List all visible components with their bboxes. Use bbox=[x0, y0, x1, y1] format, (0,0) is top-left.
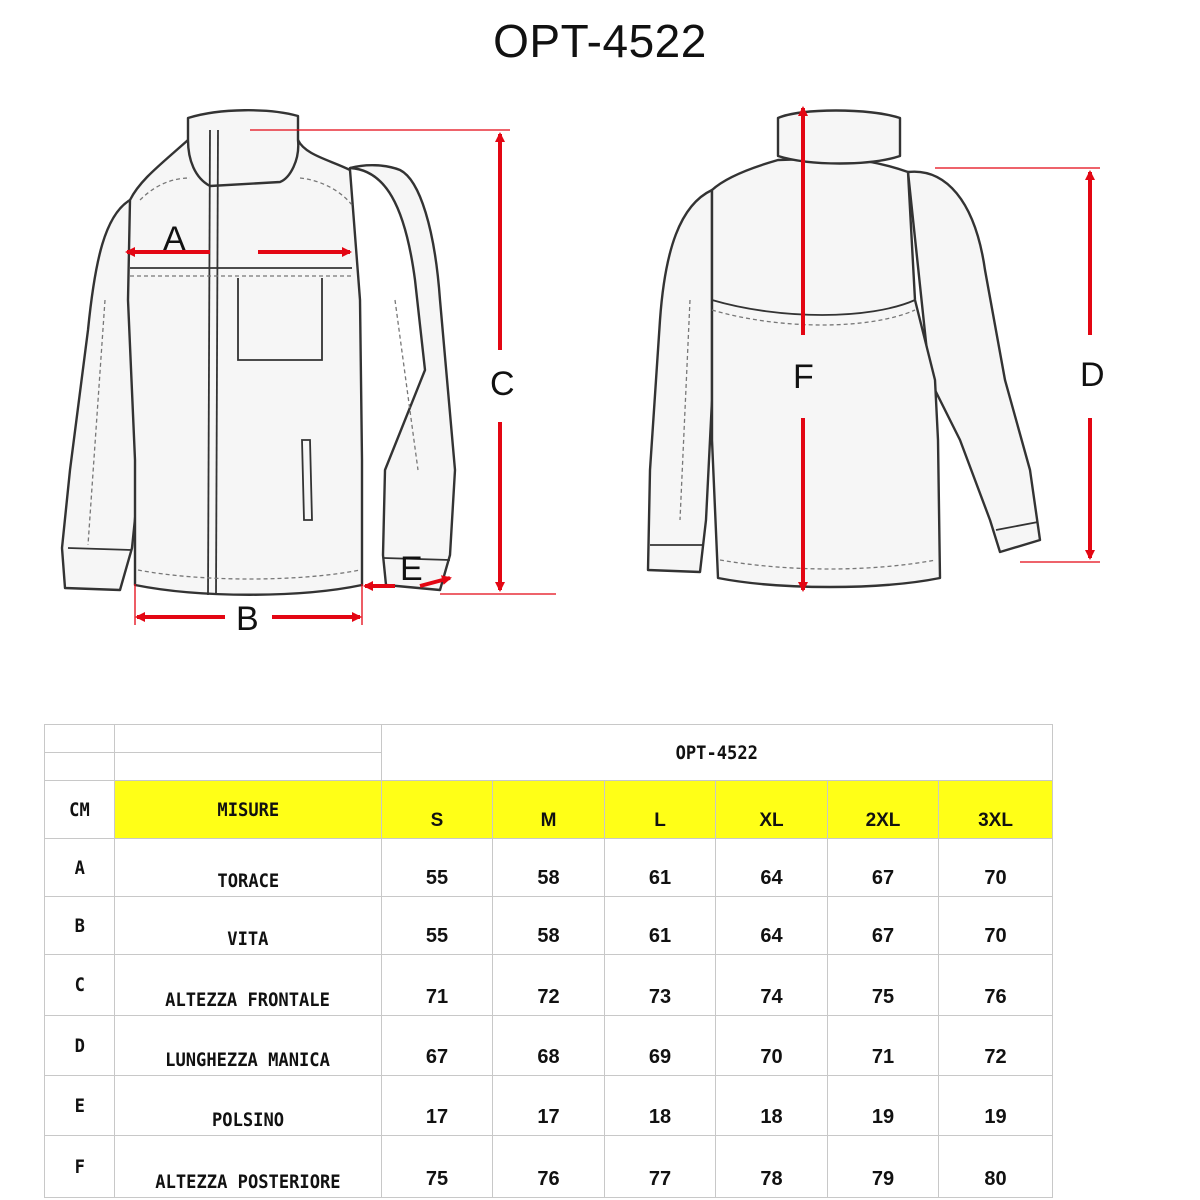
value-cell: 18 bbox=[604, 1075, 716, 1136]
measure-name: POLSINO bbox=[114, 1075, 382, 1136]
value-cell: 55 bbox=[381, 838, 493, 897]
measure-code: E bbox=[44, 1075, 115, 1136]
measure-code: F bbox=[44, 1135, 115, 1198]
measure-name: ALTEZZA FRONTALE bbox=[114, 954, 382, 1016]
value-cell: 69 bbox=[604, 1015, 716, 1076]
size-header-3xl: 3XL bbox=[937, 780, 1054, 839]
value-cell: 79 bbox=[827, 1135, 939, 1198]
value-cell: 76 bbox=[937, 954, 1054, 1016]
label-f: F bbox=[793, 358, 814, 396]
value-cell: 55 bbox=[381, 896, 493, 955]
measure-name: VITA bbox=[114, 896, 382, 955]
value-cell: 72 bbox=[492, 954, 605, 1016]
value-cell: 70 bbox=[715, 1015, 828, 1076]
size-header-2xl: 2XL bbox=[827, 780, 939, 839]
unit-cell: CM bbox=[44, 780, 115, 839]
value-cell: 18 bbox=[715, 1075, 828, 1136]
value-cell: 71 bbox=[827, 1015, 939, 1076]
value-cell: 70 bbox=[937, 838, 1054, 897]
jacket-front-illustration bbox=[60, 109, 457, 596]
measure-code: C bbox=[44, 954, 115, 1016]
value-cell: 58 bbox=[492, 838, 605, 897]
value-cell: 19 bbox=[827, 1075, 939, 1136]
measure-code: D bbox=[44, 1015, 115, 1076]
table-top-row: OPT-4522 bbox=[44, 724, 1054, 781]
label-d: D bbox=[1080, 356, 1105, 394]
measure-code: B bbox=[44, 896, 115, 955]
value-cell: 75 bbox=[381, 1135, 493, 1198]
value-cell: 64 bbox=[715, 896, 828, 955]
label-e: E bbox=[400, 550, 423, 588]
page-title: OPT-4522 bbox=[493, 15, 707, 67]
value-cell: 72 bbox=[937, 1015, 1054, 1076]
measure-name: TORACE bbox=[114, 838, 382, 897]
jacket-measurement-diagram: A B C E F D bbox=[60, 106, 1105, 638]
value-cell: 68 bbox=[492, 1015, 605, 1076]
value-cell: 77 bbox=[604, 1135, 716, 1198]
value-cell: 76 bbox=[492, 1135, 605, 1198]
value-cell: 17 bbox=[381, 1075, 493, 1136]
jacket-back-illustration bbox=[646, 109, 1042, 589]
measure-name: ALTEZZA POSTERIORE bbox=[114, 1135, 382, 1198]
value-cell: 70 bbox=[937, 896, 1054, 955]
value-cell: 61 bbox=[604, 838, 716, 897]
product-code-header: OPT-4522 bbox=[380, 724, 1054, 781]
measure-header-cell: MISURE bbox=[114, 780, 382, 839]
value-cell: 67 bbox=[827, 838, 939, 897]
value-cell: 80 bbox=[937, 1135, 1054, 1198]
value-cell: 58 bbox=[492, 896, 605, 955]
value-cell: 78 bbox=[715, 1135, 828, 1198]
value-cell: 17 bbox=[492, 1075, 605, 1136]
size-header-xl: XL bbox=[715, 780, 828, 839]
value-cell: 73 bbox=[604, 954, 716, 1016]
label-c: C bbox=[490, 365, 515, 403]
value-cell: 71 bbox=[381, 954, 493, 1016]
value-cell: 67 bbox=[827, 896, 939, 955]
value-cell: 75 bbox=[827, 954, 939, 1016]
size-header-s: S bbox=[381, 780, 493, 839]
size-header-m: M bbox=[492, 780, 605, 839]
value-cell: 19 bbox=[937, 1075, 1054, 1136]
label-b: B bbox=[236, 600, 259, 638]
measure-name: LUNGHEZZA MANICA bbox=[114, 1015, 382, 1076]
measure-code: A bbox=[44, 838, 115, 897]
value-cell: 67 bbox=[381, 1015, 493, 1076]
size-header-l: L bbox=[604, 780, 716, 839]
value-cell: 74 bbox=[715, 954, 828, 1016]
label-a: A bbox=[163, 220, 186, 258]
value-cell: 61 bbox=[604, 896, 716, 955]
value-cell: 64 bbox=[715, 838, 828, 897]
